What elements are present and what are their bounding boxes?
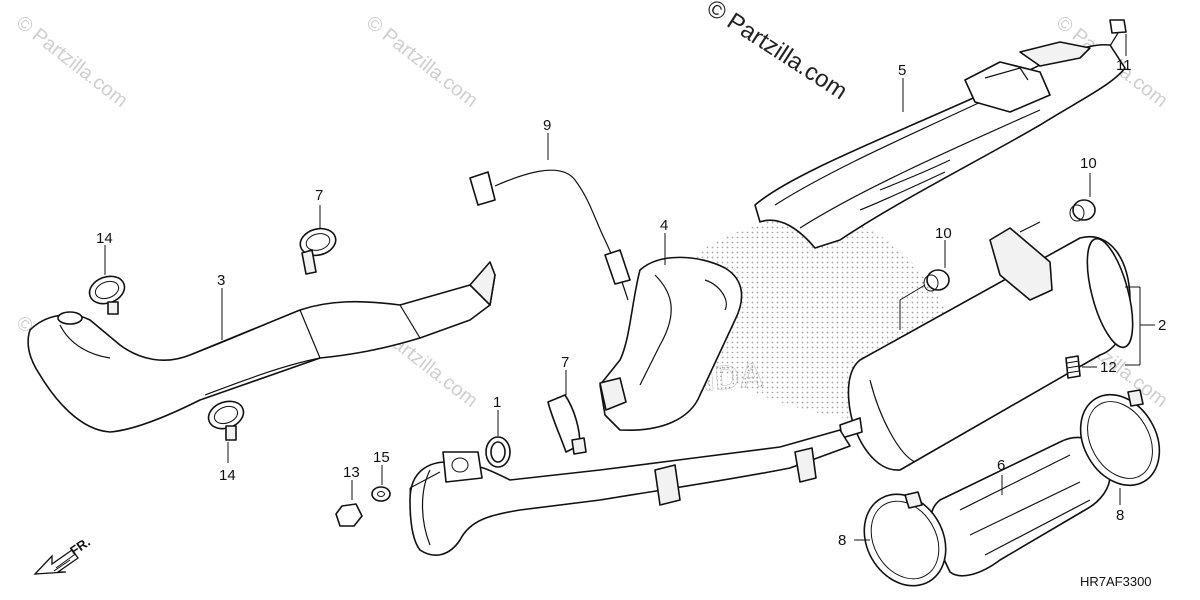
callout-7-lower: 7 [561, 354, 569, 371]
callout-3: 3 [217, 272, 225, 289]
pipe-protector-part-6 [930, 436, 1111, 577]
hose-clamp-part-14-lower [207, 400, 245, 441]
callout-15: 15 [373, 449, 390, 466]
watermark-tile-1: © Partzilla.com [12, 12, 132, 112]
clamp-part-7-lower [547, 394, 587, 455]
callout-10-upper: 10 [1080, 155, 1097, 172]
callout-12: 12 [1100, 359, 1117, 376]
o2-sensor-part-9 [469, 169, 631, 301]
stud-part-12 [1065, 355, 1081, 379]
clamp-part-7-upper [299, 227, 337, 275]
washer-part-15 [371, 486, 391, 502]
callout-5: 5 [898, 62, 906, 79]
callout-8-right: 8 [1116, 507, 1124, 524]
callout-13: 13 [343, 464, 360, 481]
muffler-front-pipe [409, 429, 851, 556]
gasket-part-1 [485, 436, 511, 468]
leader-lines [104, 34, 1155, 541]
bolt-part-11 [1109, 19, 1127, 47]
callout-10-lower: 10 [935, 225, 952, 242]
hose-clamp-part-14-upper [88, 275, 126, 315]
callout-1: 1 [493, 394, 501, 411]
watermark-tile-2: © Partzilla.com [362, 12, 482, 112]
callout-4: 4 [660, 217, 668, 234]
front-arrow-icon [33, 549, 79, 575]
callout-labels: 1 2 3 4 5 6 7 7 8 8 9 10 10 11 12 13 14 … [96, 57, 1166, 549]
callout-7-upper: 7 [315, 187, 323, 204]
rubber-mount-part-10-upper [1069, 199, 1096, 222]
band-clamp-part-8-right [1079, 389, 1161, 487]
heat-shield-part-5 [754, 41, 1126, 249]
nut-part-13 [335, 503, 363, 527]
protector-part-4 [599, 256, 743, 431]
exhaust-pipe-part-3 [27, 261, 496, 433]
callout-14-lower: 14 [219, 467, 236, 484]
band-clamp-part-8-left [863, 491, 947, 587]
callout-11: 11 [1116, 57, 1132, 74]
watermark-center: © Partzilla.com [702, 0, 852, 105]
callout-6: 6 [997, 457, 1005, 474]
diagram-reference-code: HR7AF3300 [1080, 574, 1152, 589]
callout-9: 9 [543, 117, 551, 134]
callout-8-left: 8 [838, 532, 846, 549]
rubber-mount-part-10-lower [923, 269, 950, 292]
muffler-part-2 [839, 221, 1134, 471]
callout-14-upper: 14 [96, 230, 113, 247]
front-direction-indicator: FR. [33, 534, 93, 575]
callout-2: 2 [1158, 317, 1166, 334]
